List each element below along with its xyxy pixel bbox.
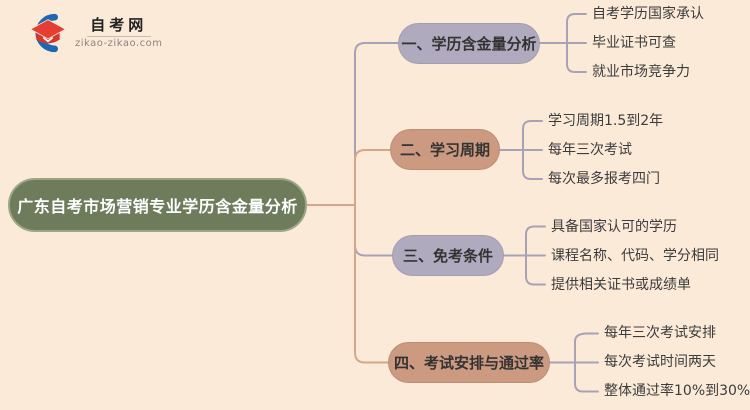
branch-node-3: 三、免考条件 (392, 235, 504, 276)
branch-node-2: 二、学习周期 (390, 129, 500, 170)
branch-1-connector (354, 42, 399, 206)
branch-3-leaf-bracket (503, 225, 546, 286)
branch-2-leaf-bracket (499, 120, 543, 180)
site-logo: 自考网 zikao-zikao.com (28, 13, 162, 53)
branch-node-1: 一、学历含金量分析 (398, 23, 540, 64)
branch-2-connector (354, 149, 391, 206)
branch-3-connector (354, 204, 393, 257)
leaf-item: 学习周期1.5到2年 (548, 113, 664, 129)
leaf-item: 每次考试时间两天 (604, 354, 716, 370)
leaf-item: 每年三次考试 (548, 142, 632, 158)
leaf-item: 课程名称、代码、学分相同 (551, 248, 719, 264)
leaf-item: 具备国家认可的学历 (551, 219, 677, 235)
leaf-item: 整体通过率10%到30% (604, 383, 750, 399)
graduation-cap-logo-icon (29, 13, 67, 53)
branch-1-leaf-bracket (539, 13, 587, 73)
leaf-item: 每次最多报考四门 (548, 171, 660, 187)
leaf-item: 每年三次考试安排 (604, 325, 716, 341)
root-topic-node: 广东自考市场营销专业学历含金量分析 (8, 178, 307, 232)
site-name: 自考网 (90, 16, 148, 34)
branch-node-4: 四、考试安排与通过率 (388, 342, 550, 383)
branch-4-leaf-bracket (549, 332, 599, 393)
leaf-item: 毕业证书可查 (592, 35, 676, 51)
leaf-item: 提供相关证书或成绩单 (551, 277, 691, 293)
logo-divider (86, 36, 151, 37)
leaf-item: 就业市场竞争力 (592, 64, 690, 80)
leaf-item: 自考学历国家承认 (592, 6, 704, 22)
site-domain: zikao-zikao.com (75, 38, 163, 49)
branch-4-connector (354, 204, 389, 364)
